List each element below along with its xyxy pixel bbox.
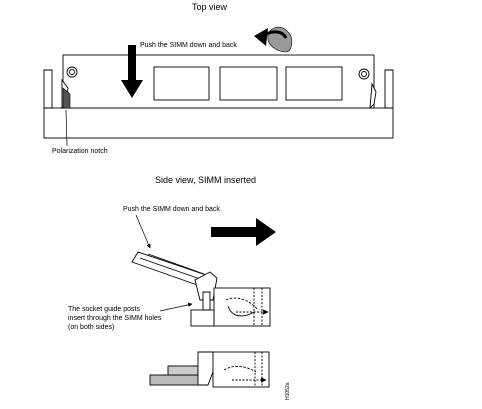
guide-label-line: (on both sides) — [68, 324, 114, 331]
guide-label-line: insert through the SIMM holes — [68, 315, 162, 322]
guide-label-line: The socket guide posts — [68, 306, 140, 313]
push-back-right-arrow — [211, 218, 276, 246]
side-view-socket-upper — [190, 287, 271, 327]
guide-post-label: The socket guide posts insert through th… — [68, 306, 162, 331]
guide-leader-line — [159, 302, 193, 312]
polarization-notch — [62, 87, 71, 109]
memory-chip — [219, 66, 278, 101]
side-view-simm-angled — [131, 251, 218, 301]
side-view-title: Side view, SIMM inserted — [155, 175, 256, 185]
top-view-socket — [43, 54, 394, 139]
top-push-label: Push the SIMM down and back — [140, 42, 237, 49]
notch-leader-line — [65, 109, 68, 147]
push-down-arrow — [121, 45, 143, 98]
simm-chips — [153, 66, 343, 101]
side-view-socket-inserted — [149, 351, 270, 388]
notch-label: Polarization notch — [52, 148, 108, 155]
figure-id: H1052a — [285, 382, 291, 400]
memory-chip — [285, 66, 343, 101]
top-view-title: Top view — [192, 2, 228, 12]
side-push-label: Push the SIMM down and back — [123, 206, 220, 213]
push-leader-line — [135, 214, 151, 249]
push-back-arrow — [254, 27, 293, 53]
memory-chip — [153, 66, 210, 101]
